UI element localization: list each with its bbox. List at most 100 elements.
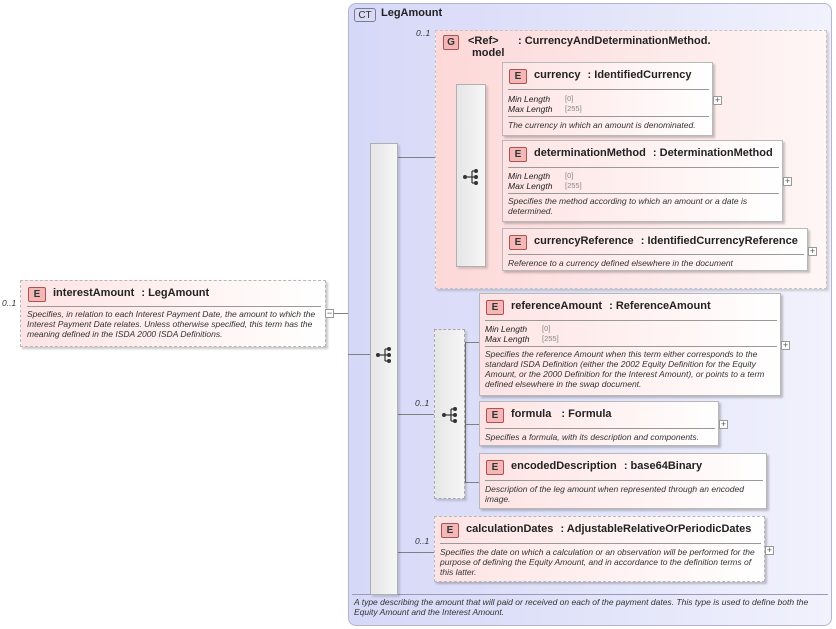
facet-max-value: [255] [565,181,582,190]
facet-min-value: [0] [542,324,551,333]
element-description: Specifies the date on which a calculatio… [440,547,755,577]
facet-min-value: [0] [565,171,574,180]
expand-toggle[interactable]: + [783,176,792,186]
element-type: : AdjustableRelativeOrPeriodicDates [560,523,752,535]
group-name-line2: model [472,47,505,59]
group-name-line1: : CurrencyAndDeterminationMethod. [518,35,711,47]
element-title: determinationMethod : DeterminationMetho… [534,147,773,159]
facet-max-label: Max Length [485,334,530,344]
element-currencyReference[interactable]: E currencyReference : IdentifiedCurrency… [502,228,808,271]
element-divider [27,306,321,307]
element-tag: E [486,460,504,475]
element-description: Specifies the reference Amount when this… [485,349,765,389]
element-type: : DeterminationMethod [652,147,773,159]
element-type: : Formula [561,408,612,420]
complex-type-description: A type describing the amount that will p… [354,597,809,617]
root-cardinality: 0..1 [2,298,17,308]
element-divider [508,116,709,117]
element-currency[interactable]: E currency : IdentifiedCurrency Min Leng… [502,62,713,136]
connector-calc [398,552,434,553]
expand-toggle[interactable]: + [713,95,722,105]
element-name: currency [534,69,581,81]
element-title: currency : IdentifiedCurrency [534,69,691,81]
element-divider [485,428,715,429]
element-divider [440,543,761,544]
connector-refamount [465,342,479,343]
element-divider [508,193,779,194]
element-divider [508,254,804,255]
element-title: currencyReference : IdentifiedCurrencyRe… [534,235,798,247]
connector-seq-main [348,354,370,355]
element-type: : IdentifiedCurrency [587,69,692,81]
element-calculationDates[interactable]: E calculationDates : AdjustableRelativeO… [434,516,765,582]
connector-formula [465,424,479,425]
element-name: currencyReference [534,235,634,247]
element-interestAmount[interactable]: E interestAmount : LegAmount Specifies, … [20,280,326,347]
expand-toggle[interactable]: + [719,419,728,429]
group-cardinality: 0..1 [416,28,431,38]
complex-type-tag: CT [354,8,376,22]
connector-root [326,313,348,314]
element-type: : base64Binary [623,460,703,472]
element-description: Description of the leg amount when repre… [485,484,744,504]
element-type: : IdentifiedCurrencyReference [640,235,798,247]
facet-min-label: Min Length [508,94,551,104]
sequence-icon [463,169,478,185]
facet-max-label: Max Length [508,104,553,114]
element-divider [485,320,777,321]
element-tag: E [509,235,527,250]
element-description: Specifies a formula, with its descriptio… [485,432,700,442]
choice-cardinality: 0..1 [415,398,430,408]
facet-min-label: Min Length [485,324,528,334]
sequence-compositor [370,143,398,595]
sequence-icon [442,407,457,423]
element-name: encodedDescription [511,460,617,472]
facet-min-label: Min Length [508,171,551,181]
element-divider [508,167,779,168]
element-title: referenceAmount : ReferenceAmount [511,300,711,312]
element-tag: E [486,408,504,423]
group-sequence-compositor [456,84,486,267]
facet-max-value: [255] [565,104,582,113]
element-tag: E [486,300,504,315]
connector-encoded [465,482,479,483]
element-referenceAmount[interactable]: E referenceAmount : ReferenceAmount Min … [479,293,781,396]
element-tag: E [441,523,459,538]
expand-toggle[interactable]: + [781,340,790,350]
element-name: determinationMethod [534,147,646,159]
element-encodedDescription[interactable]: E encodedDescription : base64Binary Desc… [479,453,767,509]
element-divider [485,480,763,481]
element-tag: E [28,287,46,302]
collapse-toggle[interactable]: − [325,308,334,318]
connector-choice [398,414,434,415]
element-name: interestAmount [53,287,135,299]
element-description: Specifies the method according to which … [508,196,748,216]
element-title: interestAmount : LegAmount [53,287,209,299]
element-name: calculationDates [466,523,554,535]
facet-min-value: [0] [565,94,574,103]
group-tag: G [443,35,459,50]
facet-max-label: Max Length [508,181,553,191]
element-description: Specifies, in relation to each Interest … [27,309,316,339]
sequence-icon [376,347,391,363]
element-title: calculationDates : AdjustableRelativeOrP… [466,523,751,535]
element-determinationMethod[interactable]: E determinationMethod : DeterminationMet… [502,140,783,222]
choice-compositor [434,329,465,499]
facet-max-value: [255] [542,334,559,343]
element-formula[interactable]: E formula : Formula Specifies a formula,… [479,401,719,446]
expand-toggle[interactable]: + [808,246,817,256]
calculationDates-cardinality: 0..1 [415,536,430,546]
element-title: formula : Formula [511,408,612,420]
element-divider [485,346,777,347]
element-description: Reference to a currency defined elsewher… [508,258,733,268]
element-description: The currency in which an amount is denom… [508,120,696,130]
expand-toggle[interactable]: + [765,545,774,555]
element-tag: E [509,69,527,84]
element-name: formula [511,408,552,420]
complex-type-divider [352,594,828,595]
connector-choice-vbar [465,342,466,482]
element-tag: E [509,147,527,162]
group-ref: <Ref> [468,35,499,47]
element-type: : ReferenceAmount [609,300,711,312]
element-title: encodedDescription : base64Binary [511,460,702,472]
